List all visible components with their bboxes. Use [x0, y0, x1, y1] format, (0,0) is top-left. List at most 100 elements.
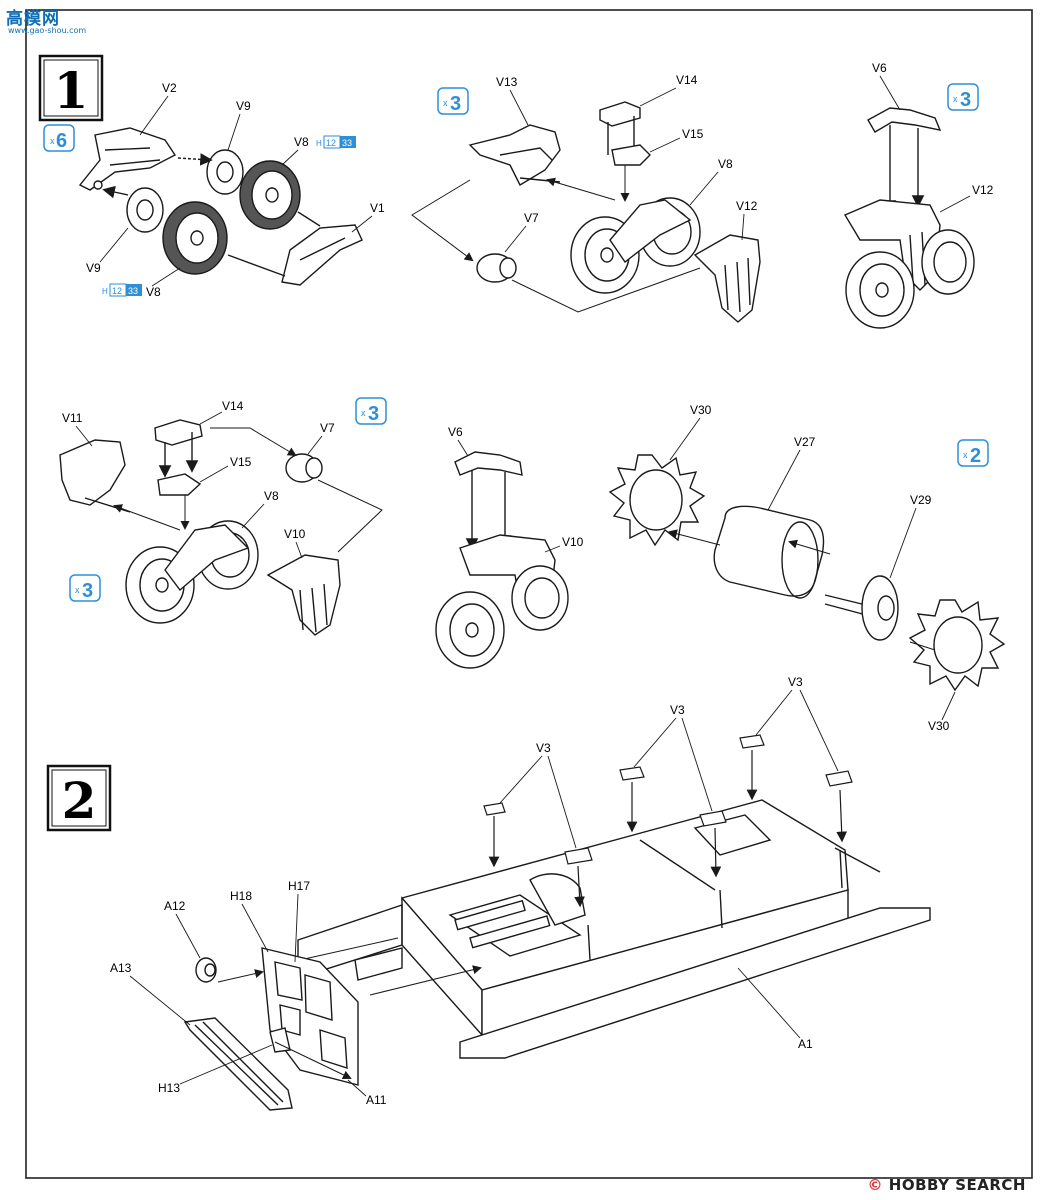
label-v3-right: V3: [788, 675, 803, 689]
part-a1-sponson: [459, 907, 931, 1059]
svg-text:x: x: [443, 98, 448, 108]
label-v6-a: V6: [872, 61, 887, 75]
guide-drum-to-sprocket: [668, 529, 721, 546]
multiplier-badge-x3-a: x 3: [437, 87, 469, 115]
guide-v7-to-v10: [317, 479, 383, 553]
guide-v13-to-v7: [411, 179, 474, 262]
watermark-top-brand: 高模网: [6, 9, 60, 29]
label-v9-top: V9: [236, 99, 251, 113]
label-v6-b: V6: [448, 425, 463, 439]
label-v9-bottom: V9: [86, 261, 101, 275]
bogie-assembly-v11: [59, 419, 341, 636]
label-a13: A13: [110, 961, 132, 975]
multiplier-badge-x3-d: x 3: [69, 574, 101, 602]
bogie-assembly-v10: [435, 451, 569, 669]
label-v15-a: V15: [682, 127, 704, 141]
label-v11: V11: [62, 411, 83, 425]
label-v30-top: V30: [690, 403, 712, 417]
sprocket-assembly: [608, 454, 1006, 692]
part-v10-bracket: [266, 554, 341, 636]
guide-v8-to-v11: [113, 504, 181, 531]
guide-a1-sponson: [369, 965, 482, 996]
road-wheel-arm-assembly: [78, 127, 363, 286]
svg-text:x: x: [361, 408, 366, 418]
multiplier-badge-x3-c: x 3: [355, 397, 387, 425]
label-h18: H18: [230, 889, 252, 903]
part-v14: [599, 101, 641, 127]
part-v13-bracket: [468, 124, 561, 186]
svg-text:3: 3: [82, 580, 93, 602]
paint-code-badge-bottom: H 12 33: [102, 283, 142, 297]
label-h13: H13: [158, 1081, 180, 1095]
lower-hull-a1: [297, 799, 931, 1059]
svg-text:x: x: [963, 450, 968, 460]
label-v8-b: V8: [718, 157, 733, 171]
label-v12-b: V12: [972, 183, 994, 197]
label-v7-a: V7: [524, 211, 539, 225]
multiplier-badge-x2: x 2: [957, 439, 989, 467]
label-v29: V29: [910, 493, 932, 507]
bogie-assembly-v13: [468, 101, 761, 323]
watermark-bottom: © HOBBY SEARCH: [868, 1176, 1026, 1194]
watermark-bottom-brand: HOBBY: [888, 1176, 950, 1194]
bogie-assembly-v12: [843, 107, 975, 329]
svg-text:2: 2: [970, 445, 981, 467]
watermark-top-url: www.gao-shou.com: [8, 26, 87, 35]
paint-code-badge-top: H 12 33: [316, 135, 356, 149]
part-v11-bracket: [59, 439, 126, 506]
svg-text:12: 12: [326, 138, 336, 148]
label-a12: A12: [164, 899, 186, 913]
label-v3-middle: V3: [670, 703, 685, 717]
part-v14-b: [154, 419, 203, 446]
svg-text:3: 3: [960, 89, 971, 111]
step-1-box: 1: [38, 54, 104, 122]
label-v14-a: V14: [676, 73, 698, 87]
label-v10-b: V10: [562, 535, 584, 549]
guide-a12-to-plate: [217, 969, 264, 983]
watermark-bottom-mark: ©: [867, 1176, 884, 1194]
label-v13: V13: [496, 75, 518, 89]
watermark-bottom-search: SEARCH: [955, 1176, 1026, 1194]
step-number-2: 2: [62, 771, 97, 830]
svg-text:3: 3: [450, 93, 461, 115]
v3-brackets: [483, 734, 853, 908]
label-v12-a: V12: [736, 199, 758, 213]
label-v7-b: V7: [320, 421, 335, 435]
part-v15: [611, 144, 651, 166]
label-v27: V27: [794, 435, 816, 449]
page-frame: [25, 9, 1033, 1179]
part-v12-bracket: [693, 234, 761, 323]
multiplier-badge-x6: x 6: [43, 124, 75, 152]
label-v2: V2: [162, 81, 177, 95]
svg-text:x: x: [75, 585, 80, 595]
svg-text:H: H: [316, 139, 322, 148]
guide-v7-to-v12: [511, 267, 701, 313]
part-v2-arm: [78, 127, 177, 191]
svg-text:x: x: [50, 136, 55, 146]
label-v8-c: V8: [264, 489, 279, 503]
label-v1: V1: [370, 201, 385, 215]
label-v3-left: V3: [536, 741, 551, 755]
svg-text:3: 3: [368, 403, 379, 425]
label-v10-a: V10: [284, 527, 306, 541]
label-a1: A1: [798, 1037, 813, 1051]
step-2-box: 2: [46, 764, 112, 832]
guide-v14-loop: [210, 427, 297, 457]
multiplier-badge-x3-b: x 3: [947, 83, 979, 111]
part-v6-clip: [867, 107, 942, 133]
part-v1-arm: [281, 224, 363, 286]
rear-plate-assembly: [183, 947, 359, 1111]
label-v8-bottom: V8: [146, 285, 161, 299]
svg-text:33: 33: [342, 138, 352, 148]
svg-text:H: H: [102, 287, 108, 296]
svg-text:12: 12: [112, 286, 122, 296]
part-v27-drum: [713, 505, 825, 597]
svg-text:6: 6: [56, 130, 67, 152]
guide-v8-to-v13: [546, 177, 616, 201]
label-v30-bottom: V30: [928, 719, 950, 733]
svg-text:33: 33: [128, 286, 138, 296]
step-number-1: 1: [54, 61, 89, 120]
part-v6-clip-b: [454, 451, 523, 476]
label-v8-top: V8: [294, 135, 309, 149]
